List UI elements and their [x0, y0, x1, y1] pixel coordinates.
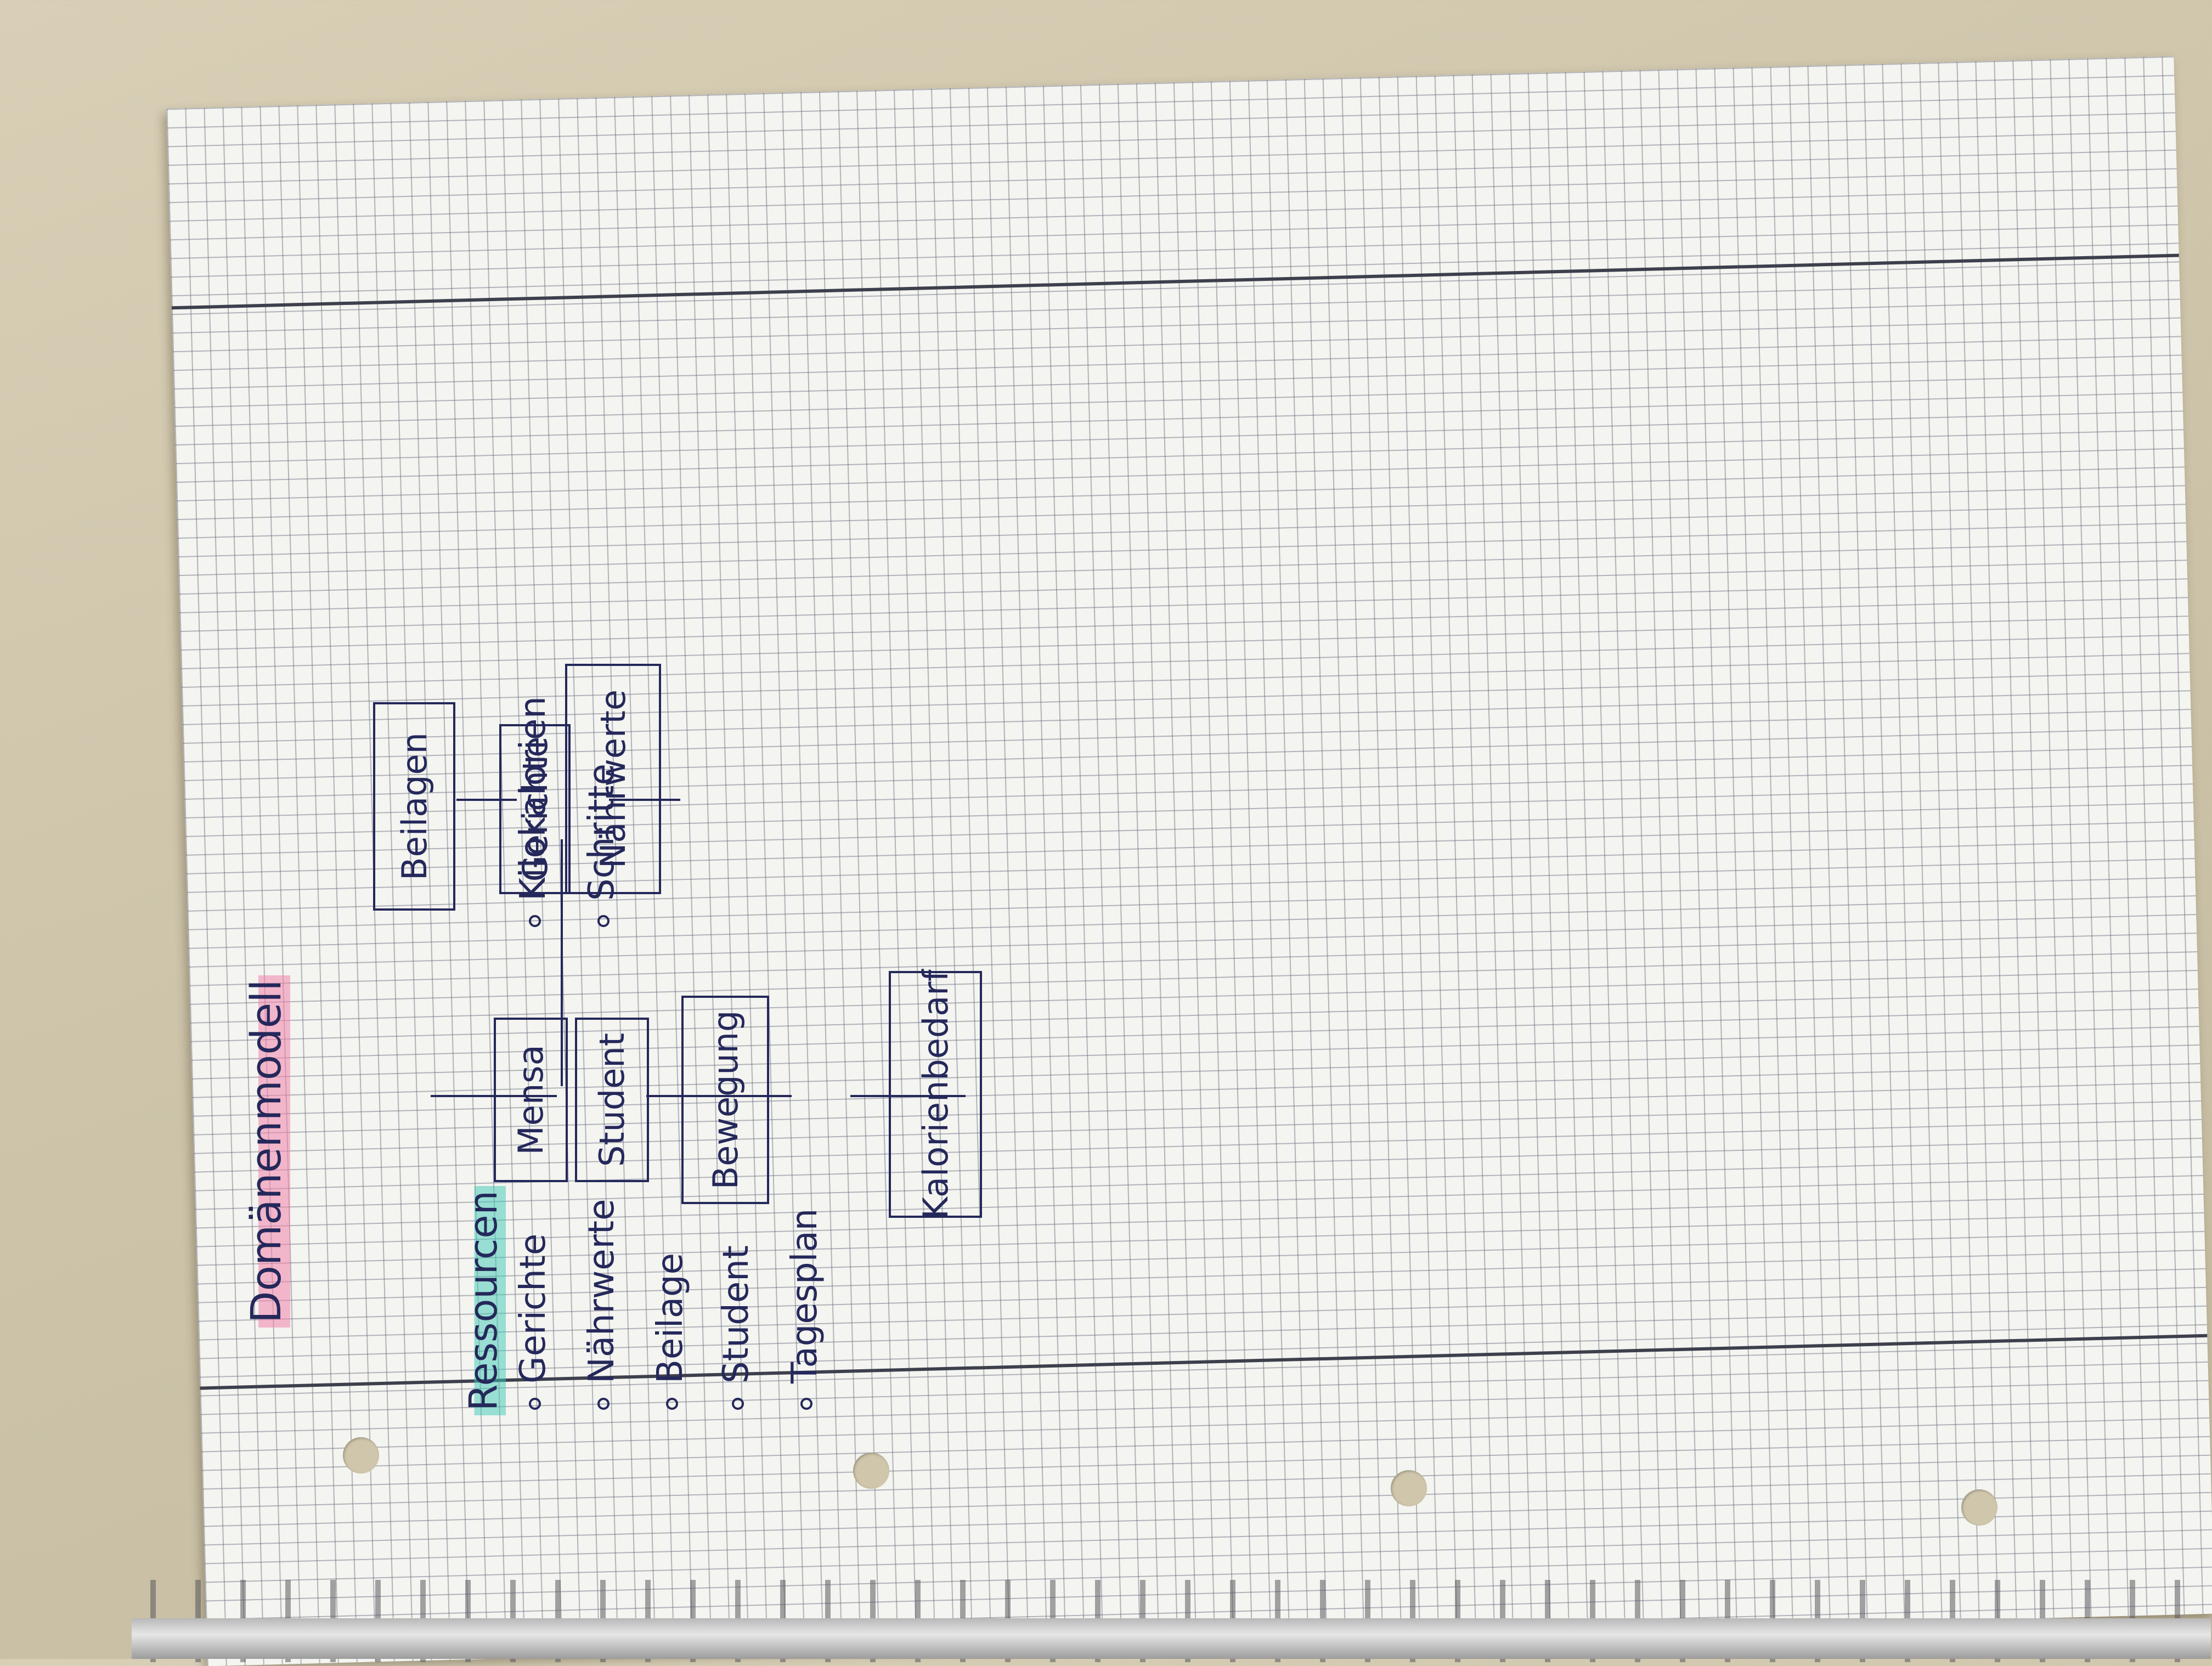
spiral-binding-base: [132, 1618, 2211, 1659]
entity-student: Student: [575, 1018, 649, 1182]
bullet-icon: [666, 1398, 679, 1410]
punch-hole: [1961, 1489, 1997, 1526]
bullet-icon: [529, 915, 541, 927]
entity-bewegung: Bewegung: [681, 996, 769, 1204]
bullet-icon: [800, 1398, 813, 1410]
resource-item: Schritte: [582, 764, 622, 927]
punch-hole: [853, 1453, 889, 1489]
resource-item: Tagesplan: [785, 1208, 825, 1410]
resources-heading: Ressourcen: [461, 1186, 506, 1415]
punch-hole: [343, 1437, 379, 1473]
diagram-title: Domänenmodell: [241, 975, 290, 1328]
entity-mensa: Mensa: [494, 1018, 568, 1182]
bullet-icon: [732, 1398, 744, 1410]
resource-item: Beilage: [650, 1253, 691, 1410]
domain-model-diagram: Domänenmodell Mensa Student Bewegung Kal…: [241, 0, 1580, 1415]
bullet-icon: [597, 1398, 610, 1410]
punch-hole: [1391, 1470, 1427, 1506]
entity-kalorienbedarf: Kalorienbedarf: [889, 969, 982, 1219]
bullet-icon: [529, 1398, 541, 1410]
bullet-icon: [597, 915, 610, 927]
resource-item: Kilokalorien: [513, 696, 554, 927]
entity-beilagen: Beilagen: [373, 702, 455, 911]
resource-item: Student: [716, 1245, 757, 1410]
resource-item: Gerichte: [513, 1234, 554, 1410]
resource-item: Nährwerte: [582, 1199, 622, 1410]
